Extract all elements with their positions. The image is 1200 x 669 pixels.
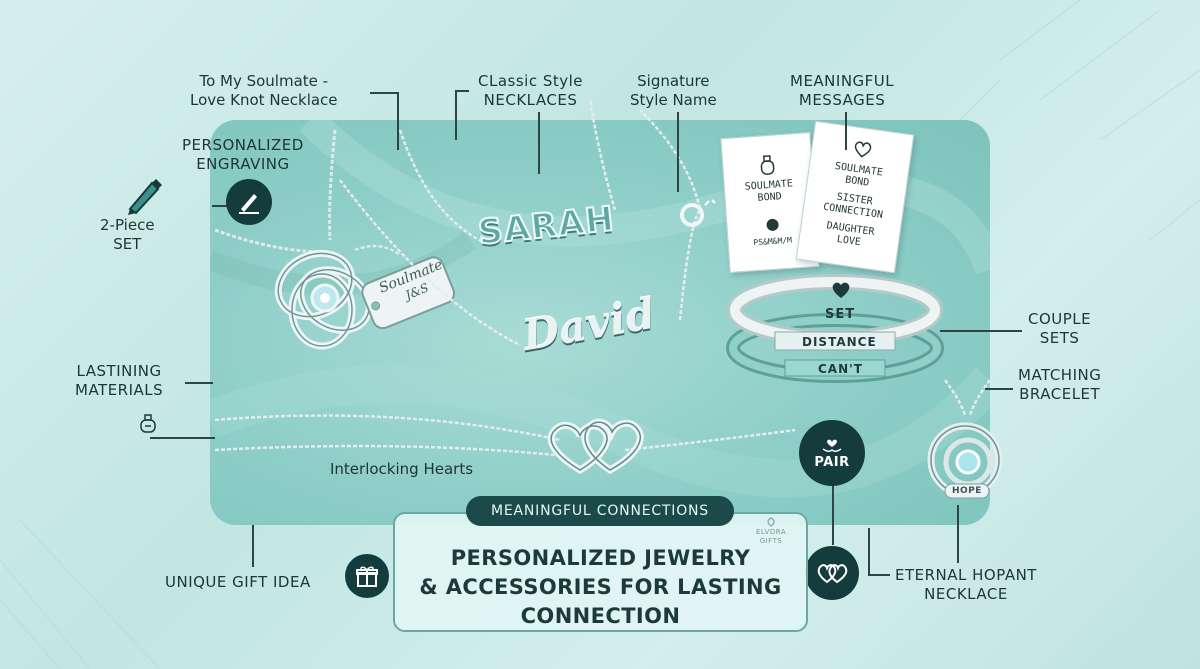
interlocking-hearts-pendant [547,418,644,475]
hope-charm-text: HOPE [952,486,982,496]
gift-icon [345,554,389,598]
sarah-necklace-chain [398,129,491,247]
label-couple-sets: COUPLE SETS [1028,310,1091,348]
perfume-bottle-icon [760,155,775,175]
brand-logo: ELVDRA GIFTS [756,517,786,546]
meaningful-connections-pill: MEANINGFUL CONNECTIONS [466,496,734,526]
leader-eternal-2 [957,505,959,563]
leader-messages [845,112,847,150]
pair-badge-text: PAIR [814,454,850,470]
message-card-back: SOULMATE BOND SISTER CONNECTION DAUGHTER… [795,120,915,274]
pen-icon [128,179,162,215]
title-line-1: PERSONALIZED JEWELRY [450,546,751,570]
label-matching-bracelet: MATCHING BRACELET [1018,366,1101,404]
label-classic-style: CLassic Style NECKLACES [478,72,583,110]
label-two-piece-line-2: SET [113,235,142,253]
leader-gift [252,525,254,567]
label-engraving-line-2: ENGRAVING [196,155,290,173]
heart-outline-icon [854,141,872,158]
leader-classic-down [538,112,540,174]
leader-matching [985,388,1013,390]
leader-classic-h [455,90,469,92]
love-knot-chain [214,228,319,254]
leader-lasting-2 [150,437,215,439]
label-engraving: PERSONALIZED ENGRAVING [182,136,304,174]
engraved-tag [361,256,455,330]
pair-badge: PAIR [799,420,865,486]
title-line-3: CONNECTION [520,604,681,628]
brand-name: ELVDRA [756,528,787,536]
label-love-knot-line-1: To My Soulmate - [199,72,329,90]
brand-sub: GIFTS [759,537,783,545]
label-two-piece: 2-Piece SET [100,216,155,254]
flower-icon [766,218,779,231]
leader-love-knot-v [397,92,399,150]
leader-lasting [185,382,213,384]
david-necklace-chain [339,179,521,347]
title-line-2: & ACCESSORIES FOR LASTING [419,575,782,599]
message-card-front: SOULMATE BOND PS&M&M/M [720,132,820,273]
label-eternal-line-2: NECKLACE [924,585,1008,603]
bracelet-set-text: SET [825,307,856,322]
label-matching-line-1: MATCHING [1018,366,1102,384]
leader-couple [940,330,1022,332]
brand-lotus-icon [767,517,775,527]
engraving-pen-icon [226,179,272,225]
label-messages-line-2: MESSAGES [798,91,886,109]
bracelet-cant-text: CAN'T [818,362,863,376]
label-engraving-line-1: PERSONALIZED [182,136,304,154]
label-matching-line-2: BRACELET [1019,385,1101,403]
label-signature-line-1: Signature [637,72,710,90]
leader-two-piece [212,205,234,207]
double-heart-glyph [817,564,848,584]
label-lasting: LASTINING MATERIALS [75,362,163,400]
label-love-knot-line-2: Love Knot Necklace [190,91,338,109]
label-classic-line-1: CLassic Style [478,72,584,90]
label-signature: Signature Style Name [630,72,717,110]
broken-heart-icon [832,282,850,298]
main-title: PERSONALIZED JEWELRY & ACCESSORIES FOR L… [395,544,806,631]
label-lasting-line-1: LASTINING [76,362,162,380]
engraving-pen-glyph [239,194,259,214]
label-messages: MEANINGFUL MESSAGES [790,72,894,110]
eternal-hope-pendant [927,422,1003,499]
leader-pair [832,485,834,545]
label-love-knot: To My Soulmate - Love Knot Necklace [190,72,338,110]
title-box: PERSONALIZED JEWELRY & ACCESSORIES FOR L… [393,512,808,632]
bangle-bracelet [726,274,944,383]
double-heart-icon [805,546,859,600]
label-classic-line-2: NECKLACES [483,91,578,109]
label-couple-line-1: COUPLE [1028,310,1092,328]
label-signature-line-2: Style Name [630,91,717,109]
label-messages-line-1: MEANINGFUL [790,72,895,90]
leader-signature [677,112,679,192]
leader-love-knot [370,92,398,94]
label-couple-line-2: SETS [1039,329,1080,347]
perfume-bottle-icon [140,414,156,433]
clasp-ring [680,203,704,227]
label-eternal-necklace: ETERNAL HOPANT NECKLACE [895,566,1037,604]
bracelet-distance-text: DISTANCE [802,335,877,349]
leader-eternal-1h [868,574,890,576]
hope-pendant-chain [943,379,992,416]
label-two-piece-line-1: 2-Piece [100,216,155,234]
gift-glyph [356,566,378,587]
leader-eternal-1 [868,528,870,574]
hearts-chain [214,414,561,442]
label-unique-gift: UNIQUE GIFT IDEA [165,573,311,591]
label-lasting-line-2: MATERIALS [75,381,164,399]
label-eternal-line-1: ETERNAL HOPANT [895,566,1037,584]
label-interlocking-hearts: Interlocking Hearts [330,460,474,478]
hands-heart-icon [822,439,842,452]
leader-classic [455,90,457,140]
